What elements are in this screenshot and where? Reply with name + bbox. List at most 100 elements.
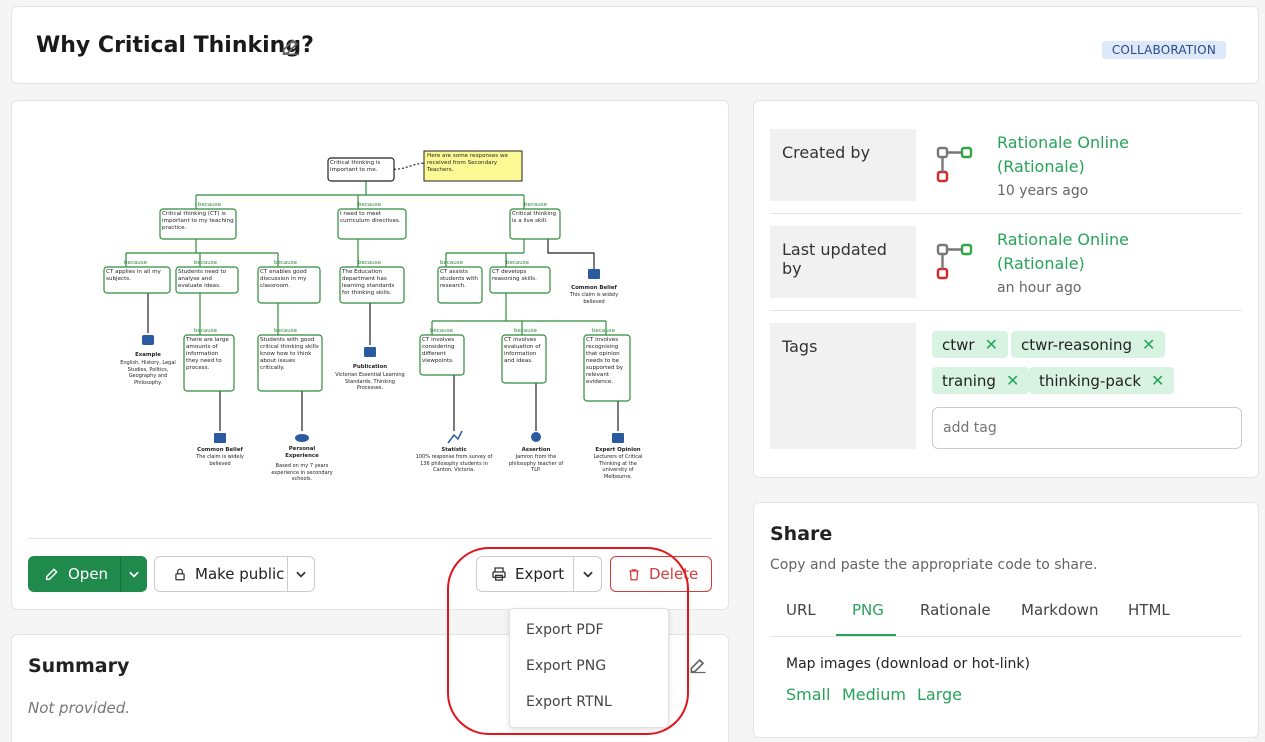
map-preview[interactable]: because because because because because … (28, 111, 714, 537)
reason-box: Critical thinking (CT) is important to m… (162, 211, 234, 231)
pencil-icon (45, 568, 58, 581)
updated-by-name-line1[interactable]: Rationale Online (997, 230, 1130, 249)
created-time: 10 years ago (997, 183, 1089, 199)
basis-title: Statistic (441, 447, 466, 453)
created-by-label: Created by (770, 129, 916, 201)
example-icon (142, 335, 154, 345)
chart-icon (447, 430, 463, 444)
basis-desc: 100% response from survey of 136 philoso… (415, 454, 493, 473)
tag-label: thinking-pack (1039, 371, 1142, 390)
open-label: Open (68, 565, 109, 583)
export-rtnl-item[interactable]: Export RTNL (526, 694, 612, 710)
because-label: because (198, 202, 222, 208)
add-tag-input[interactable] (932, 407, 1242, 449)
chevron-down-icon (296, 571, 306, 578)
basis-title: Personal Experience (285, 446, 319, 459)
rationale-logo-icon (936, 145, 976, 189)
basis-desc: English, History, Legal Studies, Politic… (120, 360, 176, 386)
because-label: because (274, 260, 298, 266)
export-png-item[interactable]: Export PNG (526, 658, 607, 674)
divider (770, 310, 1242, 311)
export-pdf-item[interactable]: Export PDF (526, 622, 604, 638)
eye-icon (295, 434, 309, 442)
reason-box: CT involves evaluation of information an… (504, 337, 541, 364)
map-images-label: Map images (download or hot-link) (786, 656, 1030, 672)
size-small-link[interactable]: Small (786, 685, 831, 704)
updated-time: an hour ago (997, 280, 1082, 296)
tab-html[interactable]: HTML (1128, 601, 1170, 619)
basis-desc: Based on my 7 years experience in second… (271, 463, 333, 482)
size-medium-link[interactable]: Medium (842, 685, 906, 704)
chevron-down-icon (582, 571, 593, 578)
publication-icon (364, 347, 376, 357)
created-by-name[interactable]: Rationale Online (Rationale) (997, 131, 1129, 179)
share-title: Share (770, 523, 833, 545)
reason-box: Critical thinking is a live skill. (512, 211, 557, 224)
because-label: because (592, 328, 616, 334)
because-label: because (124, 260, 148, 266)
tag-chip: ctwr ✕ (932, 331, 1008, 358)
updated-by-name-line2[interactable]: (Rationale) (997, 254, 1085, 273)
tags-row: Tags ctwr ✕ ctwr-reasoning✕ traning ✕ thin… (770, 323, 1242, 449)
assertion-icon (531, 432, 541, 442)
basis-desc: This claim is widely believed (569, 292, 619, 305)
because-label: because (514, 328, 538, 334)
basis-title: Common Belief (197, 447, 243, 453)
because-label: because (194, 260, 218, 266)
basis-title: Publication (353, 364, 387, 370)
rationale-logo-icon (936, 242, 976, 286)
reason-box: I need to meet curriculum directives. (340, 211, 401, 224)
highlight-ring (447, 547, 689, 735)
basis-title: Example (135, 352, 161, 358)
size-large-link[interactable]: Large (917, 685, 963, 704)
export-menu: Export PDF Export PNG Export RTNL (509, 608, 669, 728)
export-dropdown-toggle[interactable] (574, 556, 602, 592)
make-public-dropdown-toggle[interactable] (288, 556, 315, 592)
open-button[interactable]: Open (28, 556, 120, 592)
edit-title-icon[interactable] (280, 35, 302, 57)
tag-chip: thinking-pack ✕ (1029, 367, 1175, 394)
basis-title: Common Belief (571, 285, 617, 291)
share-tabs: URL PNG Rationale Markdown HTML (770, 601, 1242, 637)
page-title: Why Critical Thinking? (36, 33, 314, 58)
trash-icon (629, 568, 639, 580)
tag-label: traning (942, 371, 996, 390)
updated-by-row: Last updated by Rationale Online (Ration… (770, 226, 1242, 298)
meta-card: Created by Rationale Online (Rationale) … (753, 100, 1259, 478)
export-button[interactable]: Export (476, 556, 574, 592)
because-label: because (440, 260, 464, 266)
tag-chip: ctwr-reasoning✕ (1011, 331, 1166, 358)
root-claim: Critical thinking is important to me. (330, 160, 381, 173)
make-public-button[interactable]: Make public (154, 556, 288, 592)
reason-box: CT involves recognising that opinion nee… (586, 337, 624, 385)
created-by-name-line2[interactable]: (Rationale) (997, 157, 1085, 176)
basis-desc: Jamron from the philosophy teacher of TL… (508, 454, 564, 473)
reason-box: Students with good critical thinking ski… (260, 337, 319, 371)
tab-url[interactable]: URL (786, 601, 816, 619)
remove-tag-icon[interactable]: ✕ (1141, 335, 1156, 354)
tab-png[interactable]: PNG (852, 601, 884, 619)
created-by-name-line1[interactable]: Rationale Online (997, 133, 1130, 152)
map-card: because because because because because … (11, 100, 729, 610)
updated-by-name[interactable]: Rationale Online (Rationale) (997, 228, 1129, 276)
reason-box: CT assists students with research. (440, 269, 478, 289)
open-dropdown-toggle[interactable] (120, 556, 147, 592)
reason-box: CT enables good discussion in my classro… (260, 269, 307, 289)
reason-box: CT develops reasoning skills. (492, 269, 537, 282)
because-label: because (358, 260, 382, 266)
remove-tag-icon[interactable]: ✕ (984, 335, 998, 354)
basis-desc: Victorian Essential Learning Standards, … (335, 372, 405, 391)
basis-desc: The claim is widely believed (196, 454, 244, 467)
because-label: because (506, 260, 530, 266)
remove-tag-icon[interactable]: ✕ (1151, 371, 1165, 390)
because-label: because (430, 328, 454, 334)
remove-tag-icon[interactable]: ✕ (1005, 371, 1020, 390)
share-card: Share Copy and paste the appropriate cod… (753, 502, 1259, 738)
divider (28, 538, 712, 539)
common-belief-icon (214, 433, 226, 443)
tag-label: ctwr (942, 335, 975, 354)
tab-rationale[interactable]: Rationale (920, 601, 991, 619)
tags-label: Tags (770, 323, 916, 449)
tab-markdown[interactable]: Markdown (1021, 601, 1099, 619)
edit-summary-icon[interactable] (688, 655, 708, 679)
